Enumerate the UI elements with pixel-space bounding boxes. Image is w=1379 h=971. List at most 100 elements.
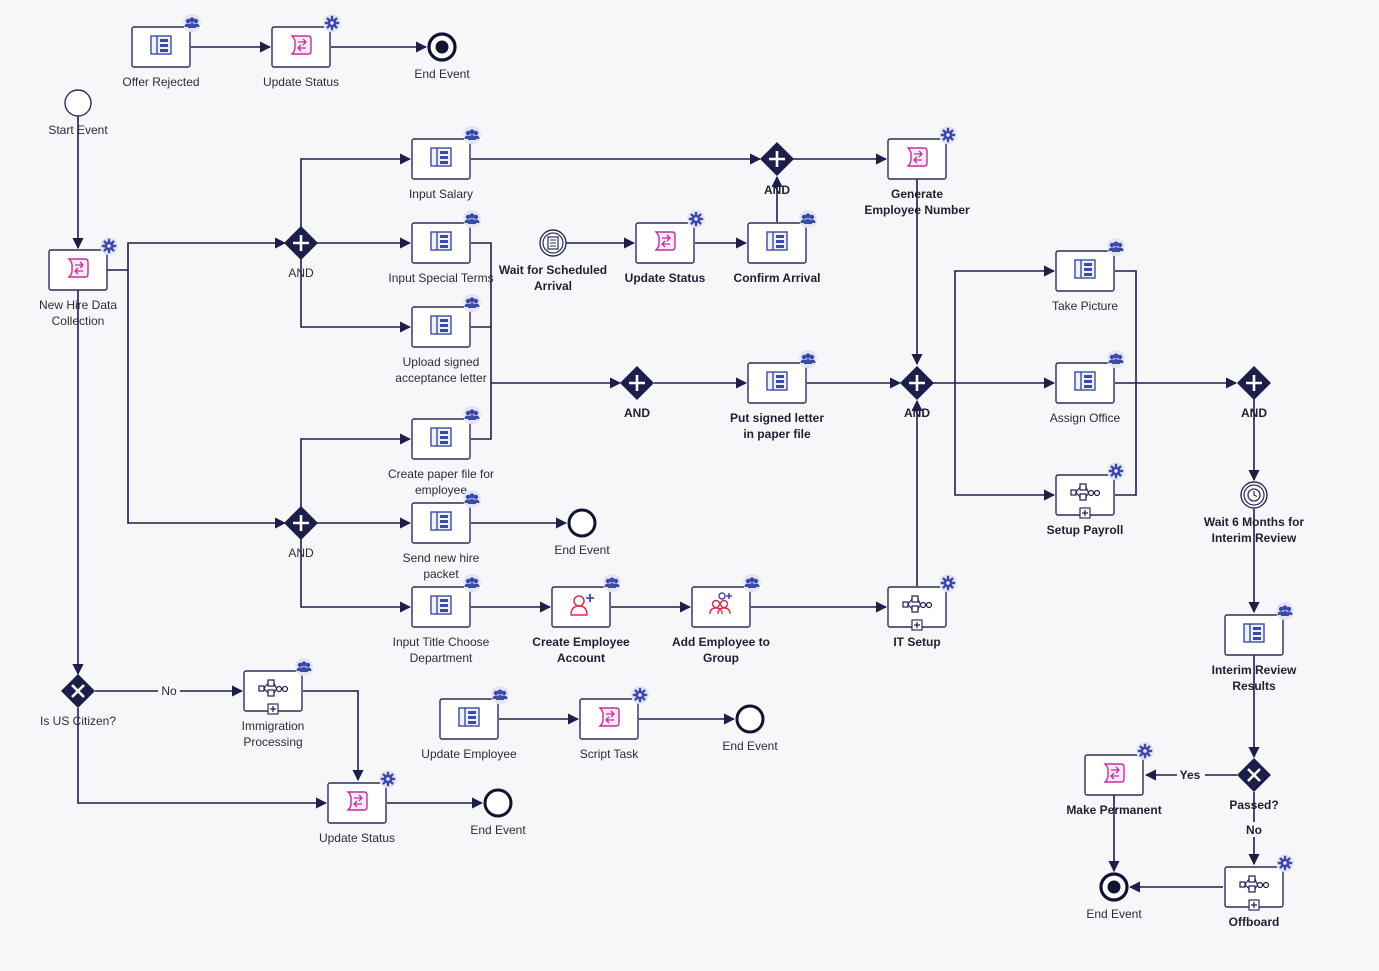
node-and-center[interactable]: AND <box>900 366 934 420</box>
node-label: AND <box>288 546 314 560</box>
edge-label-no: No <box>161 684 177 698</box>
node-make-perm[interactable]: Make Permanent <box>1066 742 1162 817</box>
node-end-top[interactable]: End Event <box>414 32 470 81</box>
node-update-employee[interactable]: Update Employee <box>421 686 517 761</box>
flow[interactable] <box>471 242 492 440</box>
node-confirm-arrival[interactable]: Confirm Arrival <box>734 210 821 285</box>
flow[interactable] <box>300 153 412 227</box>
flow[interactable] <box>127 270 287 529</box>
node-label: in paper file <box>743 427 811 441</box>
people-icon <box>183 14 201 32</box>
node-end-bottom[interactable]: End Event <box>470 788 526 837</box>
node-input-special[interactable]: Input Special Terms <box>388 210 494 285</box>
subprocess-icon <box>902 595 933 613</box>
flow[interactable] <box>300 539 412 613</box>
flow[interactable] <box>954 265 1056 383</box>
node-label: AND <box>904 406 930 420</box>
gear-icon <box>323 14 341 32</box>
node-script-task[interactable]: Script Task <box>579 686 649 761</box>
node-label: Wait 6 Months for <box>1204 515 1305 529</box>
node-update-status-bottom[interactable]: Update Status <box>319 770 397 845</box>
node-us-citizen[interactable]: Is US Citizen? <box>40 674 116 728</box>
node-passed[interactable]: Passed? <box>1229 758 1279 812</box>
end-event-icon[interactable] <box>735 704 765 734</box>
node-and-top[interactable]: AND <box>760 142 794 197</box>
people-icon <box>463 294 481 312</box>
people-icon <box>799 350 817 368</box>
node-add-group[interactable]: Add Employee to Group <box>672 574 770 665</box>
node-it-setup[interactable]: IT Setup <box>887 574 957 649</box>
script-icon <box>906 147 928 167</box>
node-label: Add Employee to <box>672 635 770 649</box>
node-assign-office[interactable]: Assign Office <box>1050 350 1125 425</box>
end-event-icon[interactable] <box>567 508 597 538</box>
node-end-packet[interactable]: End Event <box>554 508 610 557</box>
node-label: Script Task <box>580 747 639 761</box>
node-end-br[interactable]: End Event <box>1086 872 1142 921</box>
node-label: Interim Review <box>1212 663 1297 677</box>
gear-icon <box>939 126 957 144</box>
node-label: Employee Number <box>864 203 970 217</box>
node-take-picture[interactable]: Take Picture <box>1052 238 1125 313</box>
node-and-right[interactable]: AND <box>1237 366 1271 420</box>
people-icon <box>463 210 481 228</box>
node-input-salary[interactable]: Input Salary <box>409 126 481 201</box>
flow[interactable] <box>954 383 1056 501</box>
flow[interactable] <box>107 237 287 271</box>
edge-labels: No Yes No <box>158 683 1266 837</box>
node-offboard[interactable]: Offboard <box>1224 854 1294 929</box>
flow[interactable] <box>300 259 412 333</box>
node-label: Immigration <box>242 719 305 733</box>
node-label: New Hire Data <box>39 298 117 312</box>
flow[interactable] <box>300 433 412 507</box>
node-setup-payroll[interactable]: Setup Payroll <box>1047 462 1125 537</box>
node-start[interactable]: Start Event <box>48 89 108 137</box>
end-event-icon[interactable] <box>483 788 513 818</box>
node-label: Confirm Arrival <box>734 271 821 285</box>
task-box[interactable] <box>551 586 611 628</box>
node-label: Collection <box>52 314 105 328</box>
node-label: End Event <box>470 823 526 837</box>
flow[interactable] <box>77 708 328 809</box>
node-label: AND <box>624 406 650 420</box>
node-offer-rejected[interactable]: Offer Rejected <box>122 14 201 89</box>
node-update-status-mid[interactable]: Update Status <box>625 210 706 285</box>
flow[interactable] <box>303 690 364 782</box>
node-and2[interactable]: AND <box>284 506 318 560</box>
gear-icon <box>1276 854 1294 872</box>
node-and-mid[interactable]: AND <box>620 366 654 420</box>
script-icon <box>67 258 89 278</box>
node-label: Input Salary <box>409 187 473 201</box>
people-icon <box>1107 350 1125 368</box>
subprocess-icon <box>1070 483 1101 501</box>
node-and1[interactable]: AND <box>284 226 318 280</box>
start-event-icon[interactable] <box>64 89 92 117</box>
subprocess-icon <box>258 679 289 697</box>
node-update-status-top[interactable]: Update Status <box>263 14 341 89</box>
gear-icon <box>631 686 649 704</box>
subprocess-icon <box>1239 875 1270 893</box>
gear-icon <box>100 237 118 255</box>
people-icon <box>463 406 481 424</box>
node-label: Group <box>703 651 739 665</box>
node-end-script[interactable]: End Event <box>722 704 778 753</box>
task-box[interactable] <box>691 586 751 628</box>
node-label: AND <box>1241 406 1267 420</box>
node-label: Setup Payroll <box>1047 523 1124 537</box>
node-label: Department <box>410 651 473 665</box>
node-label: Upload signed <box>403 355 480 369</box>
gear-icon <box>939 574 957 592</box>
